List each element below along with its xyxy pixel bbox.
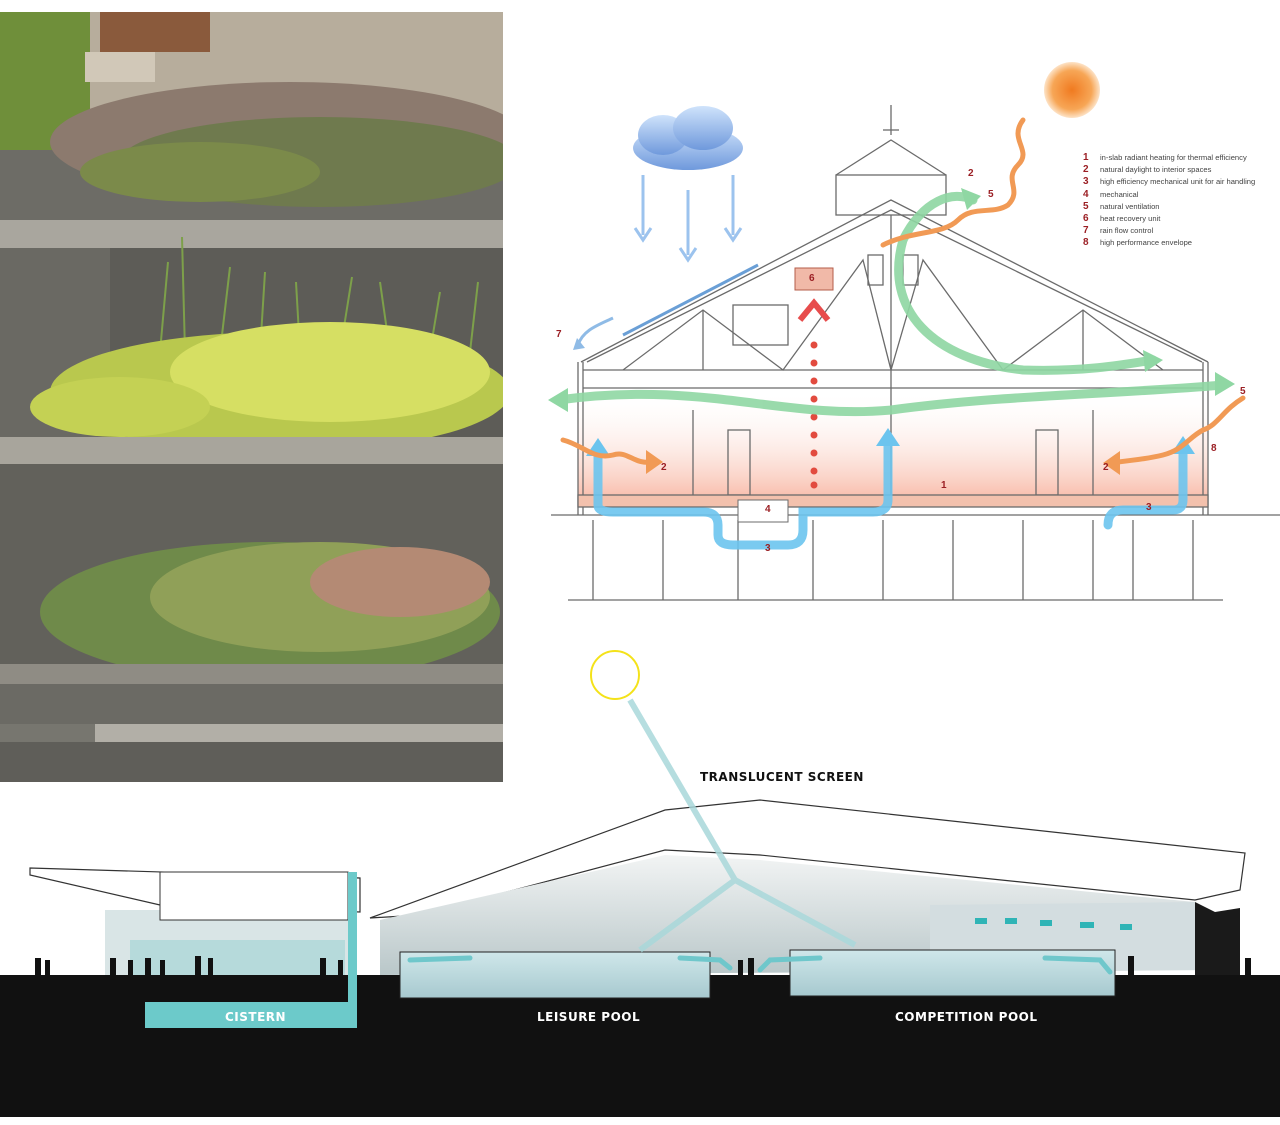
translucent-screen-label: TRANSLUCENT SCREEN bbox=[700, 770, 864, 784]
sun-icon bbox=[1044, 62, 1100, 118]
cloud-icon bbox=[633, 106, 743, 170]
cistern-tank bbox=[145, 1002, 357, 1028]
competition-pool-label: COMPETITION POOL bbox=[895, 1010, 1038, 1024]
callout-1: 1 bbox=[941, 480, 947, 491]
planter-photo bbox=[0, 12, 503, 782]
solar-panel bbox=[622, 263, 759, 337]
leisure-pool-basin bbox=[399, 951, 711, 999]
rain-flow-arrow bbox=[576, 316, 614, 346]
building-section-diagram bbox=[548, 62, 1280, 601]
daylight-rays bbox=[560, 117, 1246, 466]
planter-photo-illustration bbox=[0, 12, 503, 782]
callout-2-left: 2 bbox=[661, 462, 667, 473]
cistern-downpipe bbox=[348, 872, 357, 1028]
upper-level-box bbox=[159, 871, 349, 921]
heat-recovery-dots bbox=[810, 341, 818, 489]
callout-8: 8 bbox=[1211, 443, 1217, 454]
callout-2-right: 2 bbox=[1103, 462, 1109, 473]
heat-recovery-unit bbox=[794, 267, 834, 291]
ventilation-arrowheads bbox=[548, 188, 1235, 412]
callout-7: 7 bbox=[556, 329, 562, 340]
callout-4: 4 bbox=[765, 504, 771, 515]
ground bbox=[0, 975, 1280, 1117]
heat-up-arrow bbox=[797, 298, 831, 322]
aquatic-signage-glazing bbox=[130, 940, 345, 975]
rain-arrows bbox=[633, 175, 743, 263]
people-silhouettes bbox=[35, 956, 1251, 975]
cistern-label: CISTERN bbox=[225, 1010, 287, 1024]
callout-6: 6 bbox=[809, 273, 815, 284]
water-flow-arrows bbox=[407, 955, 1113, 975]
daylight-arrowheads bbox=[646, 450, 1120, 475]
mechanical-room bbox=[737, 499, 789, 523]
aquatic-section-diagram bbox=[0, 650, 1280, 1117]
end-wall bbox=[1195, 902, 1240, 975]
callout-3-right: 3 bbox=[1146, 502, 1152, 513]
callout-3-bottom: 3 bbox=[765, 543, 771, 554]
callout-2-top: 2 bbox=[968, 168, 974, 179]
callout-5-top: 5 bbox=[988, 189, 994, 200]
daylight-beam bbox=[627, 698, 857, 953]
air-handling-flow bbox=[593, 435, 1188, 550]
seating-accent bbox=[975, 918, 1132, 930]
sun-outline-icon bbox=[590, 650, 640, 700]
callout-5-right: 5 bbox=[1240, 386, 1246, 397]
leisure-pool-label: LEISURE POOL bbox=[537, 1010, 641, 1024]
